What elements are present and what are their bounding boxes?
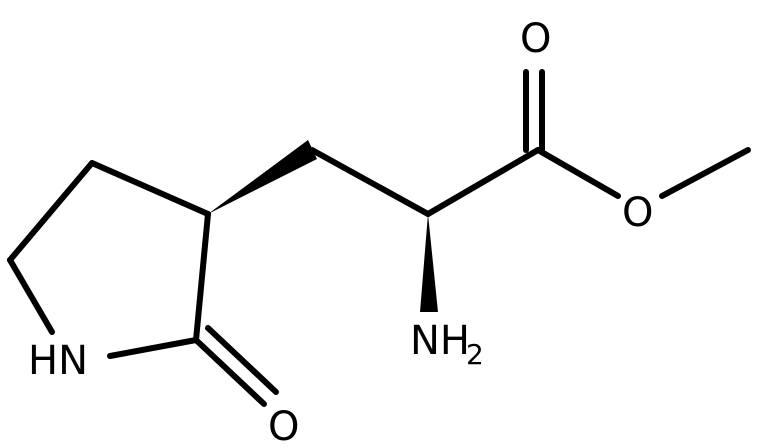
- bond-c3-n1: [7, 257, 55, 335]
- bond-lactam-co-a: [193, 337, 267, 407]
- atom-amine-subscript: 2: [466, 338, 484, 371]
- wedge-bond-calpha-nh2: [420, 214, 438, 312]
- atom-ester-carbonyl-oxygen: O: [520, 16, 551, 62]
- bond-calpha-cester: [425, 147, 541, 217]
- bond-lactam-co-b: [205, 325, 279, 395]
- atom-ether-oxygen: O: [622, 190, 653, 236]
- atom-lactam-oxygen: O: [268, 404, 299, 448]
- bond-o-methyl: [659, 147, 751, 199]
- atom-ring-nitrogen: HN: [28, 338, 88, 384]
- atom-amine: NH: [410, 318, 470, 364]
- bond-n1-c2: [107, 337, 199, 359]
- bond-c4-c3: [7, 160, 95, 263]
- wedge-bond-ring-ch2: [208, 140, 317, 214]
- bond-ester-c-o: [535, 147, 621, 199]
- bond-c4-c5: [89, 160, 211, 217]
- bond-ch2-calpha: [309, 147, 431, 217]
- bond-c2-c3ring: [193, 211, 211, 343]
